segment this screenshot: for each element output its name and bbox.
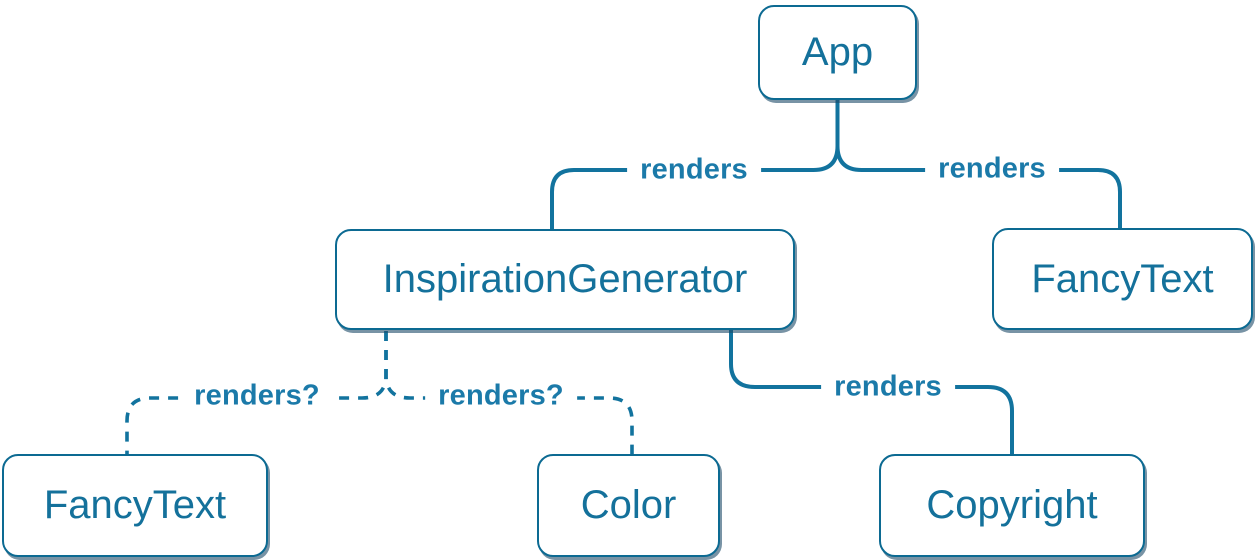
edge-label-renders-inspirationgenerator: renders	[627, 151, 761, 189]
edge-label-renders-fancytext: renders	[925, 150, 1059, 188]
node-app: App	[758, 5, 917, 100]
node-inspiration-generator: InspirationGenerator	[335, 229, 795, 330]
edge-inspirationgenerator-color	[384, 331, 634, 454]
edge-label-renders-fancytext-bottom: renders?	[181, 377, 333, 415]
edge-label-renders-color: renders?	[425, 377, 577, 415]
edge-label-renders-copyright: renders	[821, 368, 955, 406]
node-copyright: Copyright	[879, 454, 1145, 557]
node-color: Color	[537, 454, 720, 557]
node-fancy-text-top: FancyText	[992, 228, 1253, 330]
node-fancy-text-bottom: FancyText	[2, 454, 268, 557]
